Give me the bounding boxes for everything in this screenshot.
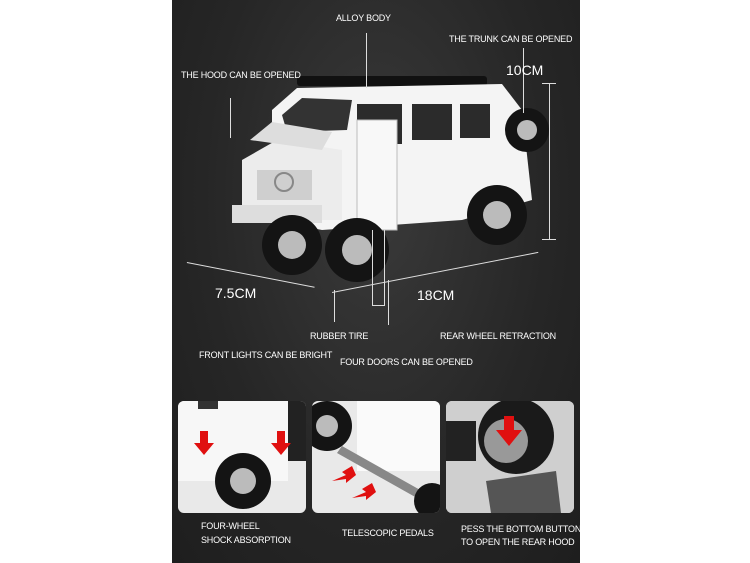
label-front-lights: FRONT LIGHTS CAN BE BRIGHT xyxy=(199,350,333,360)
product-infographic-panel: ALLOY BODY THE TRUNK CAN BE OPENED THE H… xyxy=(172,0,582,563)
dimension-width: 7.5CM xyxy=(215,285,257,301)
label-rubber-tire: RUBBER TIRE xyxy=(310,331,369,341)
label-rear-wheel: REAR WHEEL RETRACTION xyxy=(440,331,556,341)
thumb-shock-absorption xyxy=(178,401,306,513)
dimension-tick xyxy=(542,83,556,84)
leader-line xyxy=(384,230,385,305)
leader-line xyxy=(523,48,524,113)
leader-line xyxy=(372,305,385,306)
arrow-down-icon xyxy=(271,431,291,455)
leader-line xyxy=(334,290,335,322)
feature-1-line2: SHOCK ABSORPTION xyxy=(201,535,291,545)
arrow-icon xyxy=(332,466,356,483)
arrow-down-icon xyxy=(496,416,522,446)
feature-3-line2: TO OPEN THE REAR HOOD xyxy=(461,537,575,547)
dimension-line xyxy=(549,83,550,239)
label-trunk: THE TRUNK CAN BE OPENED xyxy=(449,34,573,44)
thumb-rear-hood-button xyxy=(446,401,574,513)
leader-line xyxy=(372,230,373,305)
dimension-length: 18CM xyxy=(417,287,455,303)
dimension-height: 10CM xyxy=(506,62,544,78)
thumb-telescopic-pedals xyxy=(312,401,440,513)
label-alloy-body: ALLOY BODY xyxy=(336,13,391,23)
dimension-tick xyxy=(542,239,556,240)
car-image xyxy=(232,76,549,282)
leader-line xyxy=(388,280,389,325)
feature-2-line1: TELESCOPIC PEDALS xyxy=(342,528,434,538)
feature-3-line1: PESS THE BOTTOM BUTTON xyxy=(461,524,582,534)
label-four-doors: FOUR DOORS CAN BE OPENED xyxy=(340,357,473,367)
arrow-down-icon xyxy=(194,431,214,455)
arrow-icon xyxy=(352,483,376,500)
feature-1-line1: FOUR-WHEEL xyxy=(201,521,260,531)
leader-line xyxy=(366,33,367,88)
label-hood: THE HOOD CAN BE OPENED xyxy=(181,70,301,80)
leader-line xyxy=(230,98,231,138)
